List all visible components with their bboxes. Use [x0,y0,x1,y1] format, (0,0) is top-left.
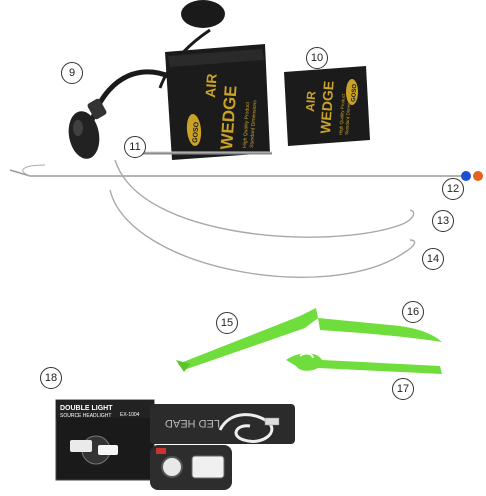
wedge-large-title-bottom: WEDGE [217,85,240,150]
curved-hook-wire-lower [109,189,416,278]
headlamp-box: DOUBLE LIGHT SOURCE HEADLIGHT EX-1004 [55,399,155,481]
wedge-large-tagline: High Quality Product [242,101,251,148]
curved-hook-wire-upper [114,159,415,238]
callout-14: 14 [422,248,444,270]
callout-18: 18 [40,367,62,389]
callout-17: 17 [392,378,414,400]
headlamp-unit: LED HEAD [150,404,295,490]
wedge-small-logo: GOSO [351,83,358,102]
callout-13: 13 [432,210,454,232]
wedge-large-tagline2: Standard Dimensions [249,100,258,149]
box-model: EX-1004 [120,412,140,418]
air-wedge-small: AIR WEDGE High Quality Product Standard … [284,66,370,146]
box-line-1: DOUBLE LIGHT [60,405,113,412]
green-pry-tool [176,308,318,372]
air-wedge-large: AIR WEDGE High Quality Product Standard … [165,44,270,160]
wedge-large-title-top: AIR [202,73,220,98]
callout-16: 16 [402,301,424,323]
callout-10: 10 [306,47,328,69]
straight-rod [140,151,272,155]
wedge-small-title-bottom: WEDGE [317,80,337,134]
callout-15: 15 [216,312,238,334]
wedge-small-title-top: AIR [303,90,318,112]
headband-text: LED HEAD [165,417,220,429]
box-line-2: SOURCE HEADLIGHT [60,413,111,419]
long-reach-tool [9,164,483,181]
wedge-small-tagline: High Quality Product [338,93,346,135]
callout-9: 9 [61,62,83,84]
wedge-large-logo: GOSO [192,121,200,143]
green-wedge-blade [318,318,442,342]
green-hook-tool [286,352,442,374]
wedge-small-tagline2: Standard Dimensions [344,91,352,135]
callout-12: 12 [442,178,464,200]
callout-11: 11 [124,136,146,158]
usb-cable [218,413,280,443]
